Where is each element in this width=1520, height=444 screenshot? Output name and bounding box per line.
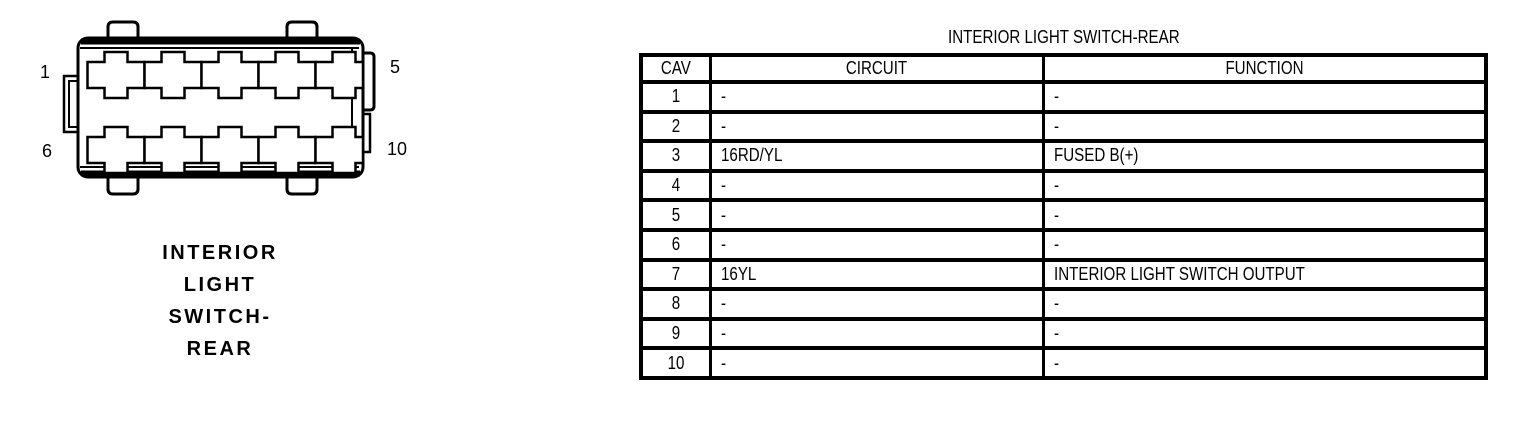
function-cell: -: [1041, 80, 1488, 114]
circuit-cell: 16YL: [708, 257, 1045, 292]
connector-caption-line: SWITCH-: [168, 306, 272, 328]
function-cell: -: [1041, 109, 1488, 144]
cav-cell: 10: [639, 346, 712, 380]
pin-label-1: 1: [40, 62, 51, 82]
table-row: 9 - -: [639, 316, 1488, 351]
pin-label-5: 5: [390, 57, 401, 77]
cav-cell: 5: [639, 198, 712, 232]
connector-side-step: [363, 112, 372, 154]
circuit-cell: -: [708, 287, 1045, 321]
circuit-cell: -: [708, 80, 1045, 114]
table-row: 7 16YL INTERIOR LIGHT SWITCH OUTPUT: [639, 257, 1488, 292]
circuit-cell: -: [708, 227, 1045, 262]
table-row: 6 - -: [639, 227, 1488, 262]
cav-cell: 3: [639, 139, 712, 173]
cav-cell: 4: [639, 168, 712, 203]
cav-cell: 6: [639, 227, 712, 262]
connector-caption-line: LIGHT: [183, 274, 257, 296]
function-cell: -: [1041, 316, 1488, 351]
connector-face-drawing: [62, 20, 376, 196]
table-row: 4 - -: [639, 168, 1488, 203]
connector-caption: INTERIOR LIGHT SWITCH- REAR: [100, 237, 340, 365]
function-cell: -: [1041, 227, 1488, 262]
circuit-cell: -: [708, 109, 1045, 144]
connector-tab: [285, 175, 319, 196]
connector-diagram: 1 5 6 10 INTERIOR LIGHT SWITCH- REAR: [0, 0, 460, 444]
connector-lock-bump: [363, 51, 376, 112]
header-cav: CAV: [639, 53, 712, 84]
cav-cell: 1: [639, 80, 712, 114]
cav-cell: 2: [639, 109, 712, 144]
cav-cell: 8: [639, 287, 712, 321]
function-cell: INTERIOR LIGHT SWITCH OUTPUT: [1041, 257, 1488, 292]
function-cell: -: [1041, 346, 1488, 380]
circuit-cell: -: [708, 346, 1045, 380]
connector-caption-line: REAR: [186, 338, 254, 360]
connector-tab: [106, 20, 140, 40]
table-header-row: CAV CIRCUIT FUNCTION: [639, 53, 1488, 84]
connector-tab: [106, 175, 140, 196]
cav-cell: 9: [639, 316, 712, 351]
pin-label-10: 10: [387, 139, 408, 159]
circuit-cell: -: [708, 198, 1045, 232]
function-cell: -: [1041, 287, 1488, 321]
cav-cell: 7: [639, 257, 712, 292]
table-title: INTERIOR LIGHT SWITCH-REAR: [947, 27, 1180, 47]
table-row: 10 - -: [639, 346, 1488, 380]
pin-label-6: 6: [42, 141, 53, 161]
connector-caption-line: INTERIOR: [162, 242, 278, 264]
function-cell: -: [1041, 198, 1488, 232]
header-function: FUNCTION: [1041, 53, 1488, 84]
table-row: 8 - -: [639, 287, 1488, 321]
function-cell: FUSED B(+): [1041, 139, 1488, 173]
circuit-cell: -: [708, 168, 1045, 203]
table-row: 5 - -: [639, 198, 1488, 232]
function-cell: -: [1041, 168, 1488, 203]
header-circuit: CIRCUIT: [708, 53, 1045, 84]
circuit-cell: -: [708, 316, 1045, 351]
table-row: 1 - -: [639, 80, 1488, 114]
pinout-table: CAV CIRCUIT FUNCTION 1 - - 2 - - 3 16RD/…: [639, 53, 1488, 380]
table-row: 2 - -: [639, 109, 1488, 144]
table-row: 3 16RD/YL FUSED B(+): [639, 139, 1488, 173]
connector-tab: [285, 20, 319, 40]
circuit-cell: 16RD/YL: [708, 139, 1045, 173]
